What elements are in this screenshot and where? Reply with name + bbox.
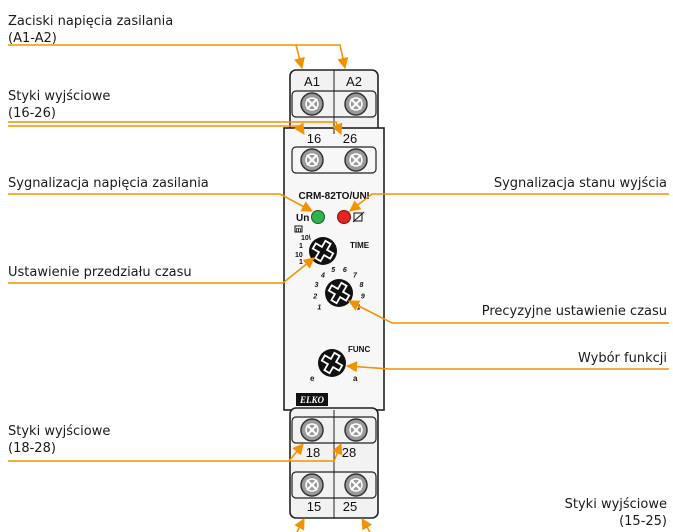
leader-28	[289, 442, 343, 462]
fine-scale-label: 7	[353, 273, 358, 280]
relay-contact-icon	[352, 211, 365, 223]
screw-26-icon	[344, 148, 368, 172]
terminal-18-label: 18	[306, 445, 320, 460]
leader-fine-knob	[348, 300, 669, 324]
callout-outputs-16-26-line1: Styki wyjściowe	[8, 89, 111, 104]
model-name: CRM-82TO/UNI	[299, 191, 370, 202]
leader-range-knob	[8, 257, 315, 284]
callout-outputs-15-25-line2: (15-25)	[619, 514, 667, 529]
leader-a1	[8, 44, 305, 70]
screw-16-icon	[300, 148, 324, 172]
fine-time-knob[interactable]	[324, 278, 354, 308]
range-unit-label: m	[296, 228, 301, 234]
time-label: TIME	[350, 241, 370, 250]
leader-output-led	[349, 193, 669, 212]
leader-16	[8, 122, 305, 135]
fine-scale-label: 9	[361, 294, 365, 301]
callout-outputs-18-28-line2: (18-28)	[8, 441, 56, 456]
screw-25-icon	[344, 473, 368, 497]
terminal-15-label: 15	[307, 499, 321, 514]
leader-supply-led	[8, 193, 313, 212]
screw-a1-icon	[300, 92, 324, 116]
brand-logo	[296, 393, 328, 406]
callout-outputs-15-25-line1: Styki wyjściowe	[564, 497, 667, 512]
terminal-a1-label: A1	[304, 74, 320, 89]
terminal-a2-label: A2	[346, 74, 362, 89]
func-right-label: a	[353, 374, 358, 383]
callout-output-state-indication: Sygnalizacja stanu wyjścia	[493, 176, 667, 191]
terminal-25-label: 25	[343, 499, 357, 514]
terminal-16-label: 16	[307, 131, 321, 146]
range-label-0: 10\	[301, 235, 311, 242]
fine-scale-label: 8	[360, 282, 364, 289]
brand-logo-text: ELKO	[299, 395, 325, 405]
leader-lines	[8, 44, 669, 532]
range-unit-box	[294, 225, 303, 233]
range-label-3: 1	[299, 259, 303, 266]
terminal-28-label: 28	[342, 445, 356, 460]
fine-scale-label: 2	[312, 294, 317, 301]
function-knob[interactable]	[317, 348, 347, 378]
callout-supply-terminals: Zaciski napięcia zasilania (A1-A2)	[8, 13, 173, 47]
callout-fine-time-setting: Precyzyjne ustawienie czasu	[481, 304, 667, 319]
fine-scale-label: 3	[315, 282, 319, 289]
terminal-26-label: 26	[343, 131, 357, 146]
fine-scale-label: 5	[331, 267, 335, 274]
led-supply-green	[311, 210, 325, 224]
callout-supply-indication: Sygnalizacja napięcia zasilania	[8, 176, 209, 191]
callout-supply-terminals-line1: Zaciski napięcia zasilania	[8, 14, 174, 29]
callout-time-range-setting: Ustawienie przedziału czasu	[8, 265, 192, 280]
callout-function-selection: Wybór funkcji	[578, 351, 667, 366]
leader-a2	[296, 44, 349, 70]
relay-device: A1 A2 16 26 18 28 15 25 CRM-82TO/UNI Un …	[283, 69, 385, 519]
led-output-red	[337, 210, 351, 224]
fine-scale-label: 1	[317, 304, 321, 311]
range-label-2: 10	[295, 252, 303, 259]
range-label-1: 1	[299, 243, 303, 250]
callout-outputs-16-26-line2: (16-26)	[8, 106, 56, 121]
led-un-label: Un	[296, 213, 309, 224]
callout-outputs-16-26: Styki wyjściowe (16-26)	[8, 88, 110, 122]
callout-supply-terminals-line2: (A1-A2)	[8, 31, 57, 46]
fine-scale-label: 4	[320, 273, 325, 280]
time-range-knob[interactable]	[308, 236, 338, 266]
screw-28-icon	[344, 418, 368, 442]
callout-outputs-15-25: Styki wyjściowe (15-25)	[565, 496, 667, 530]
leader-25	[361, 518, 373, 532]
func-left-label: e	[310, 374, 315, 383]
screw-15-icon	[300, 473, 324, 497]
leader-15	[294, 518, 305, 532]
callout-outputs-18-28-line1: Styki wyjściowe	[8, 424, 111, 439]
leader-26	[8, 121, 343, 136]
callout-outputs-18-28: Styki wyjściowe (18-28)	[8, 423, 110, 457]
fine-scale-label: 6	[343, 267, 347, 274]
func-label: FUNC	[348, 345, 370, 354]
screw-18-icon	[300, 418, 324, 442]
leader-function-knob	[345, 361, 669, 373]
leader-18	[8, 443, 304, 462]
screw-a2-icon	[344, 92, 368, 116]
